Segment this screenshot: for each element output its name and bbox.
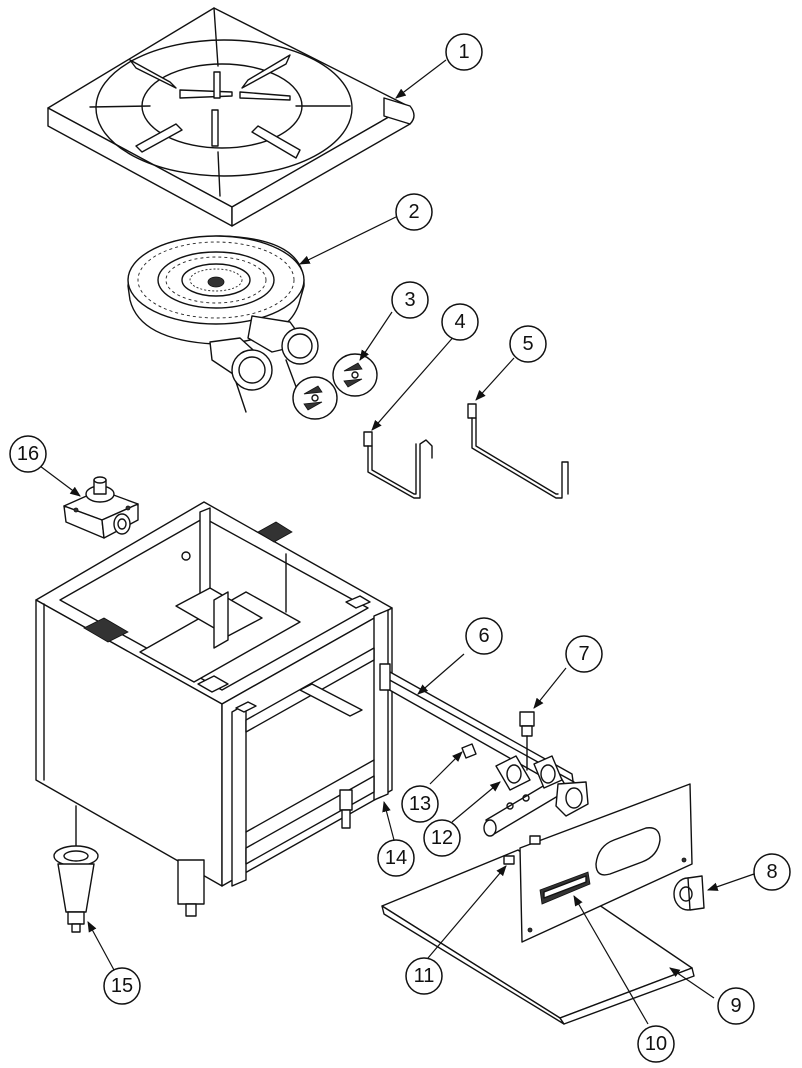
callout-14: 14 (377, 839, 415, 877)
callout-9: 9 (717, 987, 755, 1025)
control-panel (519, 783, 693, 943)
pilot-tube-b (467, 403, 569, 499)
valve-parts (461, 743, 563, 810)
callout-label: 16 (17, 443, 39, 465)
callout-8: 8 (753, 853, 791, 891)
callout-label: 9 (730, 995, 741, 1017)
callout-11: 11 (405, 957, 443, 995)
callout-label: 1 (458, 41, 469, 63)
callout-label: 4 (454, 311, 465, 333)
callout-13: 13 (401, 785, 439, 823)
leader-lines (39, 59, 755, 1025)
callout-16: 16 (9, 435, 47, 473)
callout-label: 10 (645, 1033, 667, 1055)
callout-label: 14 (385, 847, 407, 869)
callout-label: 8 (766, 861, 777, 883)
pressure-regulator (63, 476, 139, 539)
callout-1: 1 (445, 33, 483, 71)
callout-label: 15 (111, 975, 133, 997)
callout-3: 3 (391, 281, 429, 319)
callout-12: 12 (423, 819, 461, 857)
callout-label: 12 (431, 827, 453, 849)
callout-label: 3 (404, 289, 415, 311)
clip (503, 835, 541, 865)
callout-6: 6 (465, 617, 503, 655)
callout-15: 15 (103, 967, 141, 1005)
callout-label: 7 (578, 643, 589, 665)
gas-fitting (519, 711, 535, 771)
callout-label: 2 (408, 201, 419, 223)
callout-label: 13 (409, 793, 431, 815)
callout-label: 11 (414, 965, 435, 987)
cabinet-stand (35, 501, 393, 917)
callout-7: 7 (565, 635, 603, 673)
air-shutters (292, 353, 378, 420)
callout-label: 6 (478, 625, 489, 647)
burner-ring (127, 235, 319, 413)
callout-5: 5 (509, 325, 547, 363)
callout-2: 2 (395, 193, 433, 231)
callout-label: 5 (522, 333, 533, 355)
leg-foot (53, 805, 99, 933)
pilot-tube-a (363, 431, 433, 499)
control-knob (673, 875, 705, 911)
top-grate (47, 7, 415, 227)
callout-4: 4 (441, 303, 479, 341)
callout-10: 10 (637, 1025, 675, 1063)
